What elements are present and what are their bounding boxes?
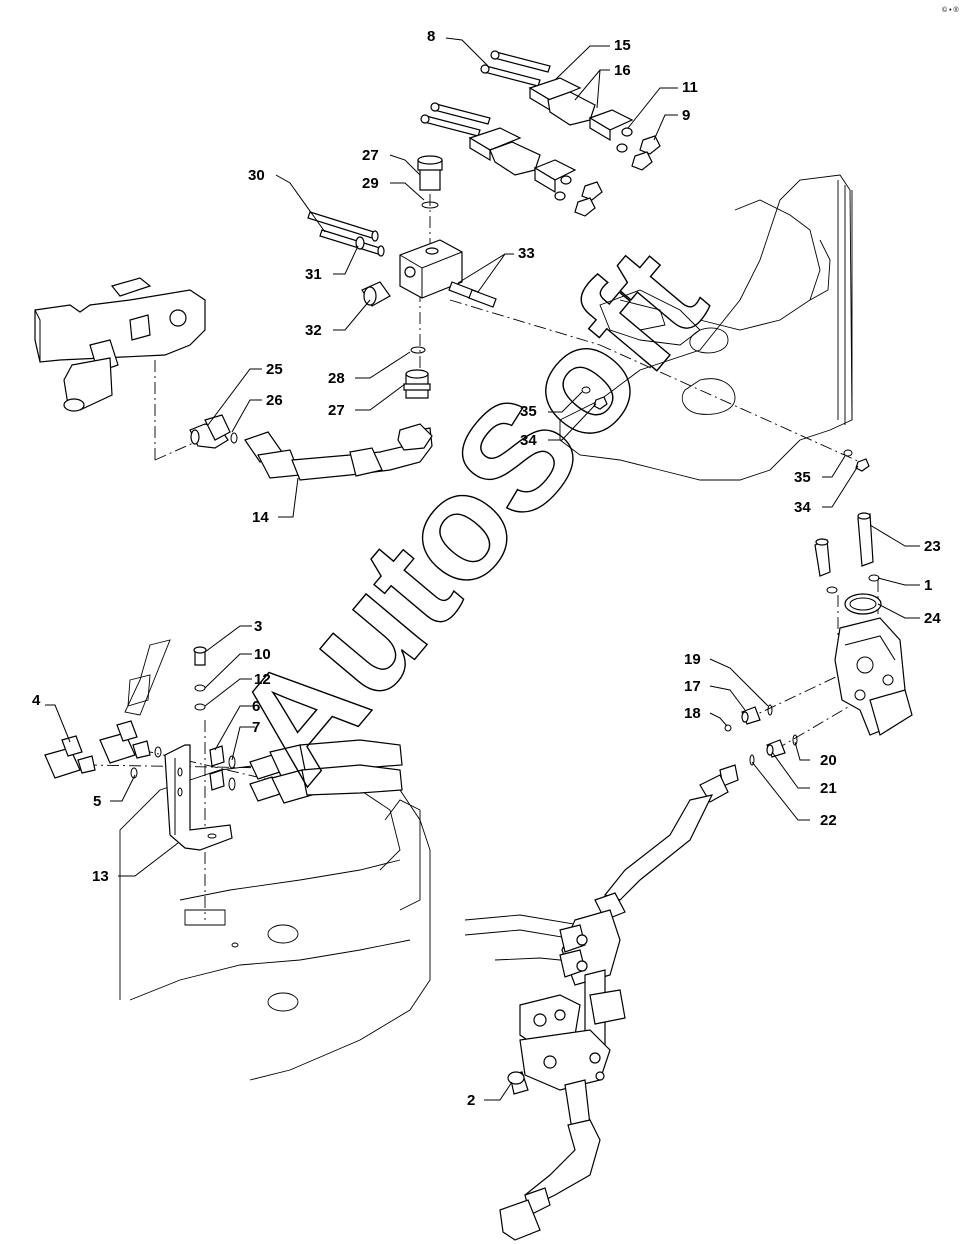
callout-16: 16 [614,62,631,79]
callout-35-left: 35 [520,403,537,420]
callout-13: 13 [92,868,109,885]
steering-unit [814,512,913,736]
callout-24: 24 [924,610,941,627]
hose-14 [189,414,433,481]
callout-11: 11 [682,79,698,96]
callout-3: 3 [254,618,262,635]
callout-30: 30 [248,167,265,184]
callout-22: 22 [820,812,837,829]
watermark: AutoSoft [201,218,737,811]
callout-21: 21 [820,780,837,797]
callout-10: 10 [254,646,271,663]
washers-nuts-35-34 [581,386,870,472]
hose-and-valve-stack [499,764,739,1241]
callout-12: 12 [254,671,271,688]
callout-33: 33 [518,245,535,262]
callout-15: 15 [614,37,631,54]
callout-23: 23 [924,538,941,555]
clamp-assembly [420,50,661,217]
callout-17: 17 [684,678,701,695]
callout-27-top: 27 [362,147,379,164]
callout-26: 26 [266,392,283,409]
callout-19: 19 [684,651,701,668]
callout-31: 31 [305,266,322,283]
callout-14: 14 [252,509,269,526]
frame-ghost-lines [119,174,853,1081]
callout-7: 7 [252,719,260,736]
callout-2: 2 [467,1092,475,1109]
callout-9: 9 [682,107,690,124]
callout-35-right: 35 [794,469,811,486]
callout-28: 28 [328,370,345,387]
callout-8: 8 [427,28,435,45]
callout-27-lower: 27 [328,402,345,419]
leader-lines [45,37,920,1101]
callout-18: 18 [684,705,701,722]
callout-1: 1 [924,577,932,594]
callout-20: 20 [820,752,837,769]
distribution-block [307,155,497,399]
corner-mark: © • ® [942,6,959,14]
callout-29: 29 [362,175,379,192]
callout-25: 25 [266,361,283,378]
small-fittings [724,704,798,766]
centerlines [84,180,879,920]
callout-34-left: 34 [520,432,537,449]
callout-6: 6 [252,698,260,715]
callout-labels: 8 15 16 11 9 27 29 30 33 31 32 25 26 28 … [32,28,941,1109]
callout-32: 32 [305,322,322,339]
callout-5: 5 [93,793,101,810]
control-valve [34,277,206,412]
callout-34-right: 34 [794,499,811,516]
callout-4: 4 [32,692,41,709]
